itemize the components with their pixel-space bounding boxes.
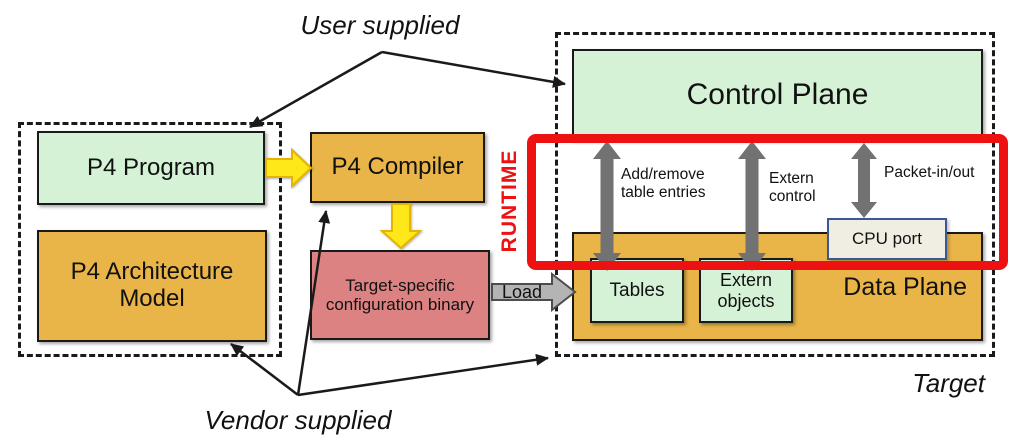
cpu-port-label: CPU port	[852, 229, 922, 248]
p4-program-box: P4 Program	[37, 131, 265, 205]
load-label: Load	[501, 282, 543, 302]
extern-control-label: Extern control	[769, 170, 816, 206]
config-binary-label: Target-specific configuration binary	[325, 275, 475, 314]
control-plane-label: Control Plane	[686, 77, 869, 111]
user-supplied-arrow-to-p4-program	[249, 50, 383, 129]
vendor-supplied-label: Vendor supplied	[204, 405, 392, 435]
p4-architecture-model-box: P4 Architecture Model	[37, 230, 267, 342]
p4-compiler-label: P4 Compiler	[331, 153, 464, 181]
control-plane-box: Control Plane	[572, 49, 983, 140]
target-group-box	[555, 32, 995, 357]
config-binary-box: Target-specific configuration binary	[310, 250, 490, 340]
extern-objects-label: Extern objects	[717, 270, 775, 311]
cpu-port-box: CPU port	[827, 218, 947, 260]
data-plane-label: Data Plane	[843, 272, 967, 301]
compiler-to-binary-arrow-icon	[379, 203, 423, 250]
target-label: Target	[912, 368, 985, 398]
vendor-supplied-arrow-to-target	[297, 353, 549, 397]
runtime-label: RUNTIME	[498, 149, 521, 253]
user-supplied-label: User supplied	[300, 10, 460, 40]
add-remove-entries-label: Add/remove table entries	[621, 166, 706, 202]
user-supplied-arrow-to-control-plane	[381, 50, 566, 88]
runtime-highlight-rect	[527, 134, 1008, 270]
p4-compiler-box: P4 Compiler	[310, 132, 485, 203]
p4-architecture-model-label: P4 Architecture Model	[70, 258, 234, 312]
p4-program-label: P4 Program	[86, 153, 216, 181]
tables-label: Tables	[609, 279, 665, 301]
user-vendor-supplied-group-box	[18, 122, 282, 357]
packet-in-out-label: Packet-in/out	[884, 164, 975, 181]
